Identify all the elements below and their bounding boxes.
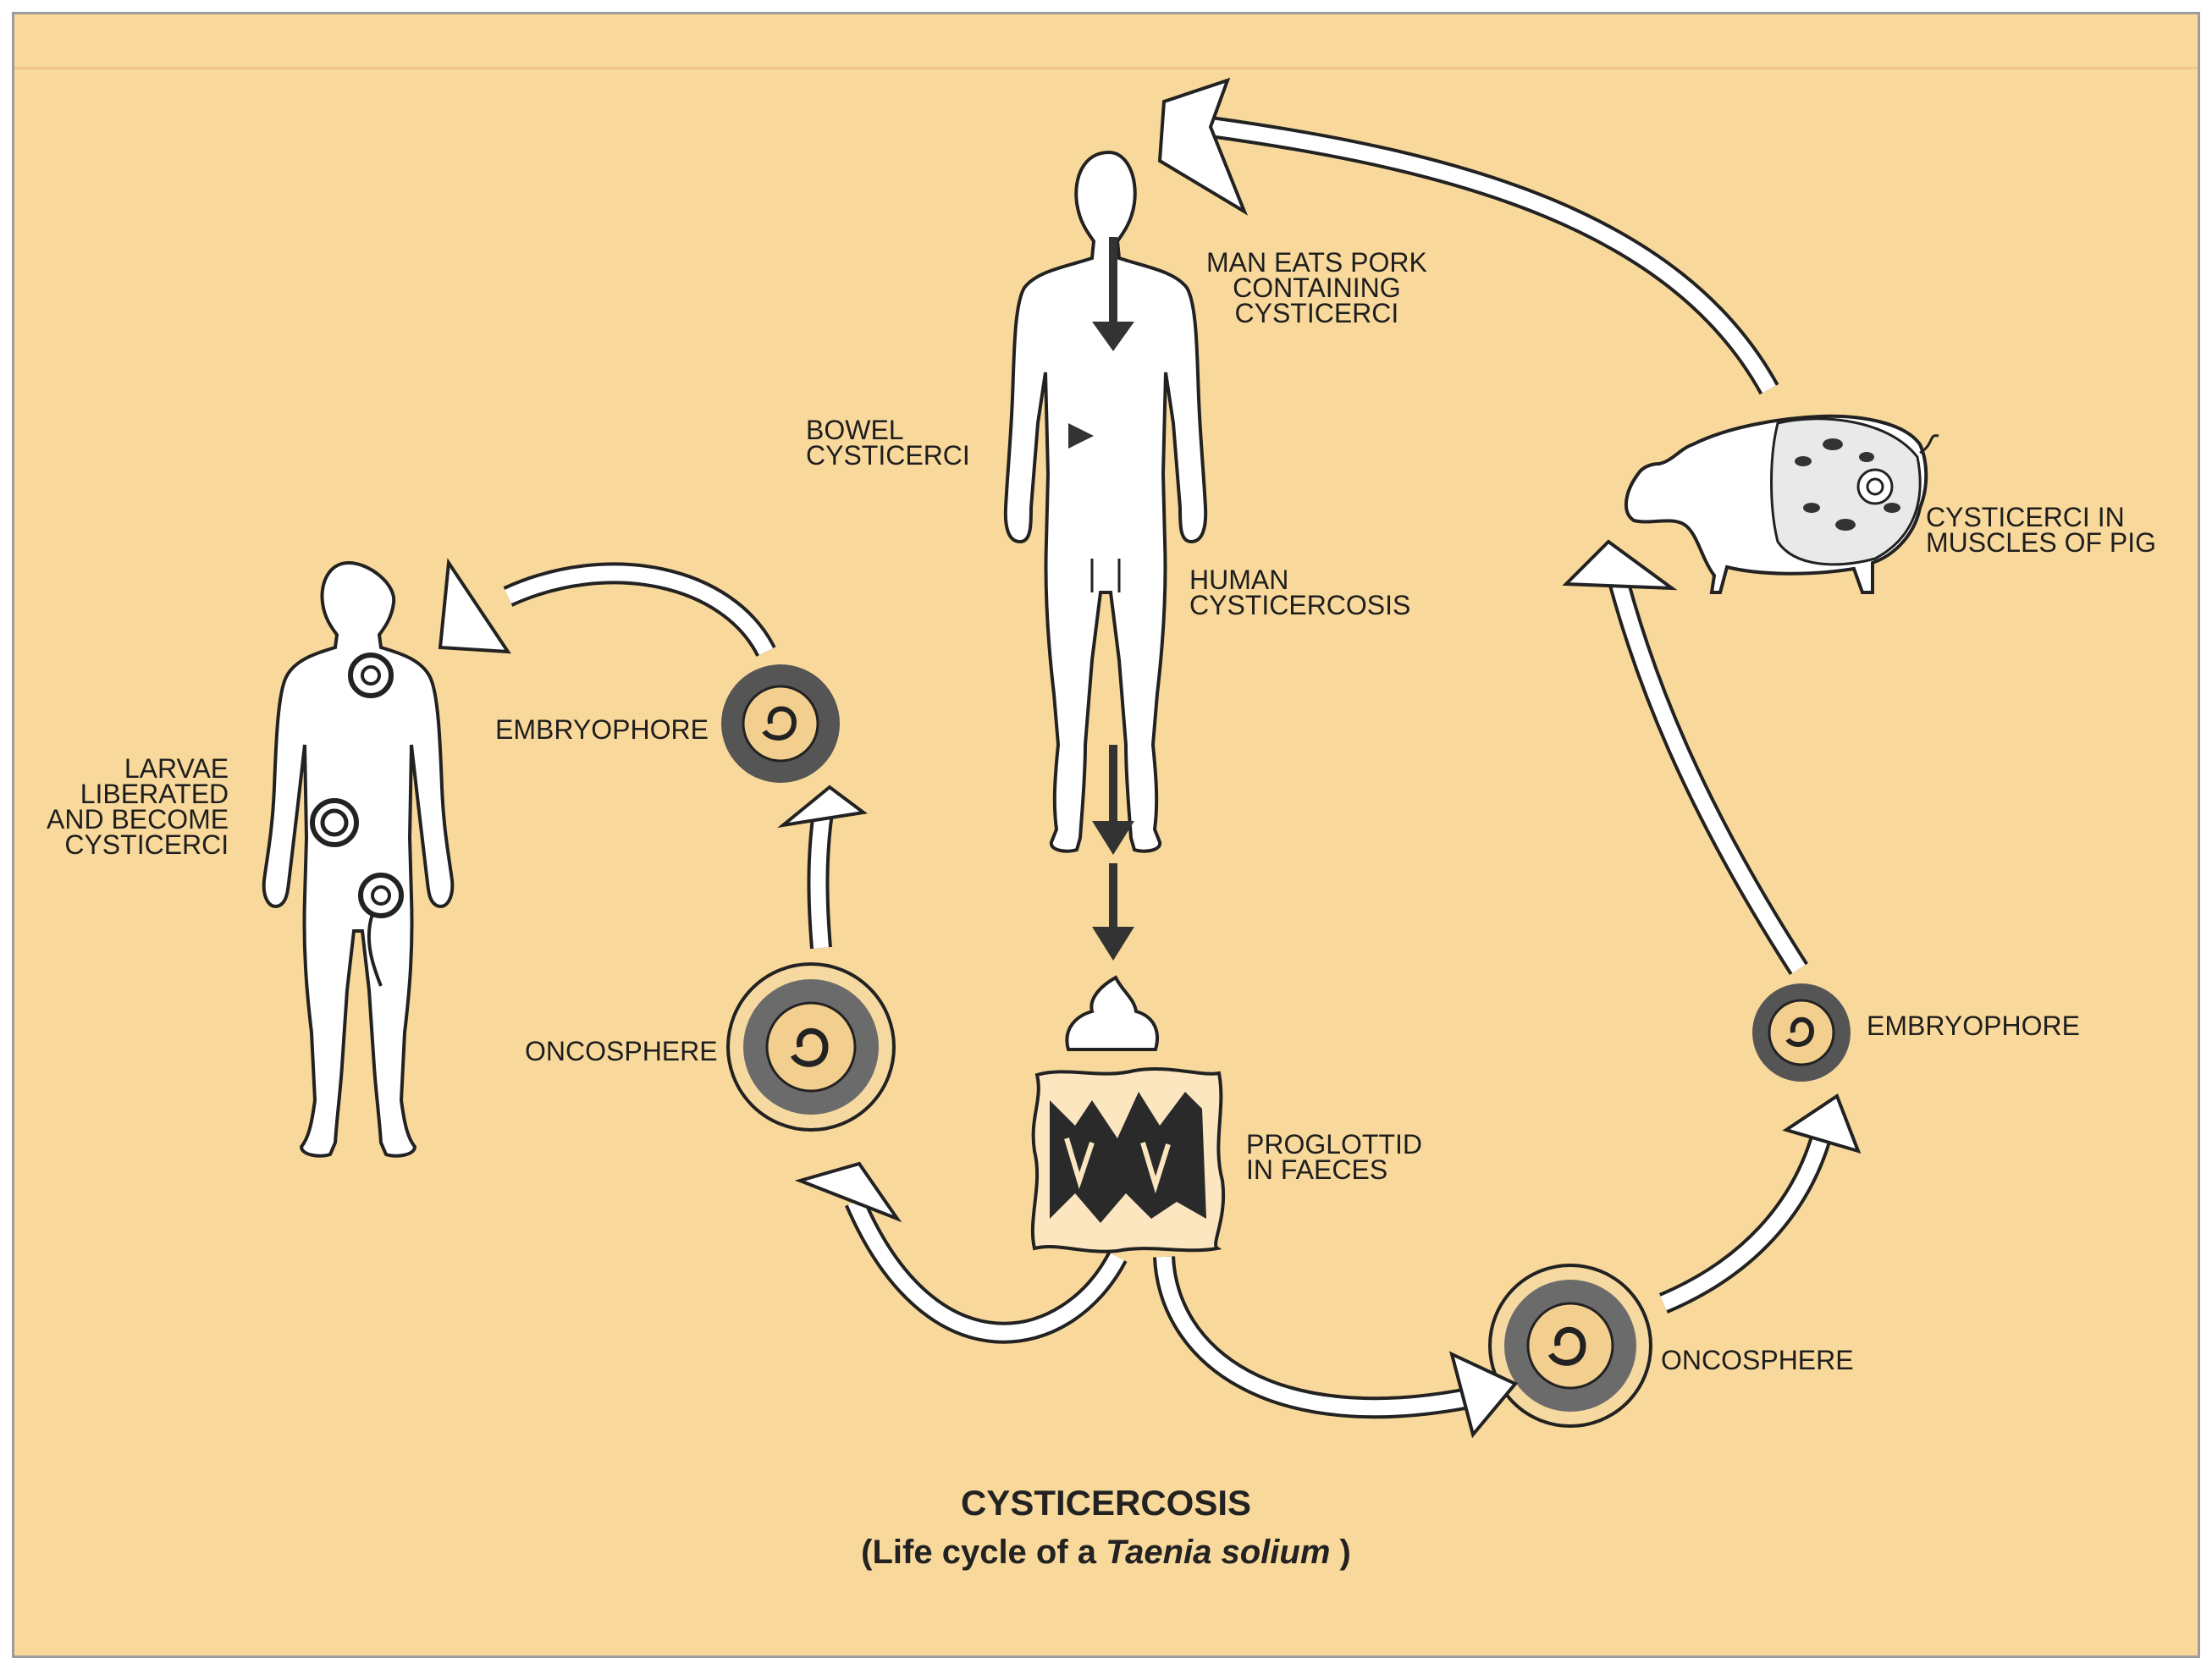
caption-sub-suffix: )	[1330, 1534, 1350, 1571]
caption-sub-prefix: (Life cycle of a	[861, 1534, 1106, 1571]
label-human-cysticercosis: HUMAN CYSTICERCOSIS	[1189, 567, 1410, 618]
label-cysticerci-in-pig: CYSTICERCI IN MUSCLES OF PIG	[1926, 504, 2156, 555]
faeces-icon	[1067, 978, 1157, 1049]
embryophore-left-icon	[721, 664, 840, 783]
proglottid-icon	[1033, 1069, 1223, 1252]
excretion-arrowhead-2	[1092, 927, 1134, 961]
arrow-oncosphere-to-embryophore-left	[818, 812, 823, 948]
arrow-embryophore-to-pig-outline	[1613, 559, 1799, 969]
arrow-oncosphere-to-embryophore-left-head	[783, 787, 863, 825]
label-proglottid: PROGLOTTID IN FAECES	[1246, 1132, 1422, 1182]
central-human-figure	[1006, 152, 1205, 851]
label-embryophore-right: EMBRYOPHORE	[1867, 1013, 2080, 1038]
arrow-oncosphere-to-embryophore-right-outline	[1663, 1126, 1824, 1303]
caption-subtitle: (Life cycle of a Taenia solium )	[0, 1534, 2212, 1572]
arrow-oncosphere-to-embryophore-right	[1663, 1126, 1824, 1303]
label-embryophore-left: EMBRYOPHORE	[495, 717, 709, 742]
arrow-embryophore-to-pig-head	[1566, 542, 1672, 588]
arrow-proglottid-to-oncosphere-right-outline	[1164, 1257, 1477, 1407]
oncosphere-left-icon	[728, 964, 894, 1130]
pig-icon	[1626, 416, 1939, 592]
arrow-pig-to-man-head	[1160, 80, 1244, 212]
caption-title: CYSTICERCOSIS	[0, 1483, 2212, 1523]
label-bowel-cysticerci: BOWEL CYSTICERCI	[806, 417, 970, 468]
label-larvae-liberated: LARVAE LIBERATED AND BECOME CYSTICERCI	[47, 756, 229, 857]
embryophore-right-icon	[1752, 983, 1851, 1082]
label-man-eats-pork: MAN EATS PORK CONTAINING CYSTICERCI	[1206, 250, 1427, 326]
label-oncosphere-left: ONCOSPHERE	[525, 1038, 718, 1064]
caption-species-name: Taenia solium	[1106, 1534, 1330, 1571]
label-oncosphere-right: ONCOSPHERE	[1661, 1347, 1854, 1373]
oncosphere-right-icon	[1490, 1265, 1651, 1426]
arrow-proglottid-to-oncosphere-right	[1164, 1257, 1477, 1407]
left-human-figure	[264, 563, 453, 1156]
arrow-embryophore-to-human-head	[440, 563, 508, 652]
excretion-arrowhead-1	[1092, 821, 1134, 855]
